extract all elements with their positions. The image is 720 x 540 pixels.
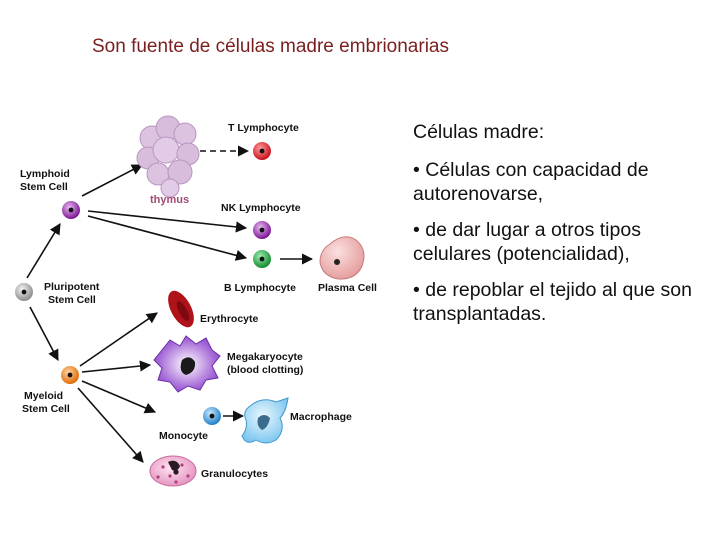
myeloid-label-line1: Myeloid [24, 390, 63, 402]
erythrocyte-icon [168, 290, 194, 328]
b-lymphocyte-icon [253, 250, 271, 268]
hematopoiesis-diagram: Lymphoid Stem Cell Pluripotent Stem Cell… [15, 115, 377, 487]
plasma-cell-icon [319, 236, 365, 280]
t-lymphocyte-label: T Lymphocyte [228, 122, 299, 134]
nk-lymphocyte-label: NK Lymphocyte [221, 202, 301, 214]
erythrocyte-label: Erythrocyte [200, 313, 259, 325]
bullet-self-renewal: • Células con capacidad de autorenovarse… [413, 159, 649, 205]
pluripotent-stem-cell-icon [15, 283, 33, 301]
myeloid-label-line2: Stem Cell [22, 403, 70, 415]
bullet-repopulation: • de repoblar el tejido al que son trans… [413, 279, 692, 325]
monocyte-icon [203, 407, 221, 425]
plasma-cell-label: Plasma Cell [318, 282, 377, 294]
panel-heading: Células madre: [413, 121, 545, 143]
lineage-arrows [26, 145, 314, 463]
lymphoid-label-line2: Stem Cell [20, 181, 68, 193]
thymus-label: thymus [150, 194, 189, 206]
diagram-labels: Lymphoid Stem Cell Pluripotent Stem Cell… [20, 122, 377, 480]
t-lymphocyte-icon [253, 142, 271, 160]
stem-cell-definition-panel: Células madre: • Células con capacidad d… [413, 120, 703, 338]
lymphoid-stem-cell-icon [62, 201, 80, 219]
granulocytes-label: Granulocytes [201, 468, 268, 480]
pluripotent-label-line2: Stem Cell [48, 294, 96, 306]
lymphoid-label-line1: Lymphoid [20, 168, 70, 180]
slide-title: Son fuente de células madre embrionarias [92, 36, 449, 57]
megakaryocyte-label-line1: Megakaryocyte [227, 351, 303, 363]
b-lymphocyte-label: B Lymphocyte [224, 282, 296, 294]
pluripotent-label-line1: Pluripotent [44, 281, 100, 293]
nk-lymphocyte-icon [253, 221, 271, 239]
myeloid-stem-cell-icon [61, 366, 79, 384]
granulocyte-icon [149, 455, 197, 487]
macrophage-icon [241, 397, 289, 444]
bullet-potentiality: • de dar lugar a otros tipos celulares (… [413, 219, 641, 265]
macrophage-label: Macrophage [290, 411, 352, 423]
megakaryocyte-label-line2: (blood clotting) [227, 364, 303, 376]
megakaryocyte-icon [153, 335, 221, 393]
monocyte-label: Monocyte [159, 430, 208, 442]
thymus-icon [136, 115, 200, 198]
